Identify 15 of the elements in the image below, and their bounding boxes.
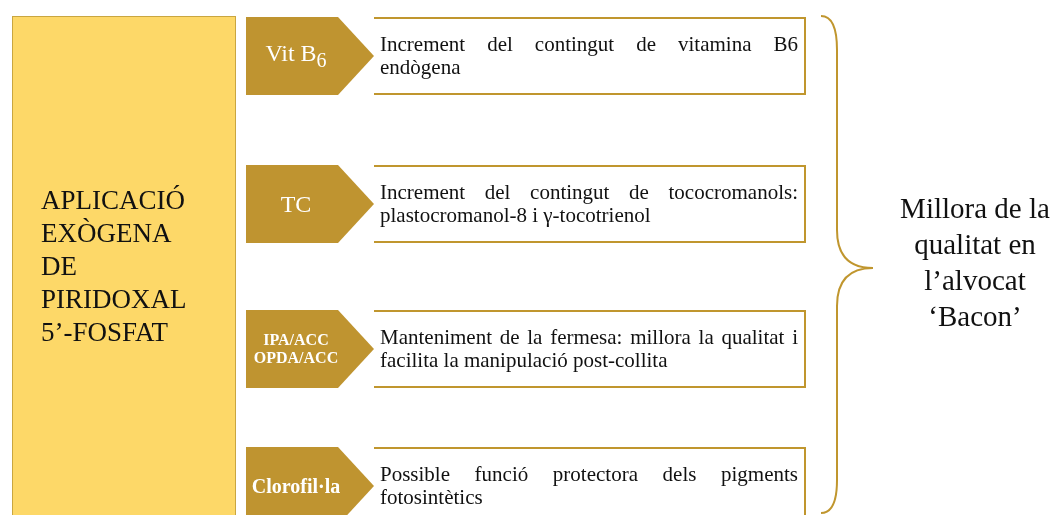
description-text: Manteniment de la fermesa: millora la qualitat i facilita la manipulació post-collita [379, 326, 799, 372]
description-text: Possible funció protectora dels pigments fotosintètics [379, 463, 799, 509]
tag-label: Vit B$_{6}$ [264, 40, 328, 72]
result-text: Millora de la qualitat en l’alvocat ‘Bacon’ [899, 191, 1051, 334]
text-box [374, 310, 806, 388]
tag-label: Clorofil·la [250, 474, 342, 498]
tag-label: IPA/ACC OPDA/ACC [252, 331, 340, 367]
text-box [374, 447, 806, 515]
text-box [374, 17, 806, 95]
text-box [374, 165, 806, 243]
description-text: Increment del contingut de vitamina B6 endògena [379, 33, 799, 79]
heading-text: APLICACIÓ EXÒGENA DE PIRIDOXAL 5’-FOSFAT [40, 183, 187, 349]
tag-label: TC [279, 190, 313, 218]
input-box [12, 16, 236, 515]
description-text: Increment del contingut de tococromanols: plastocromanol-8 i γ-tocotrienol [379, 181, 799, 227]
